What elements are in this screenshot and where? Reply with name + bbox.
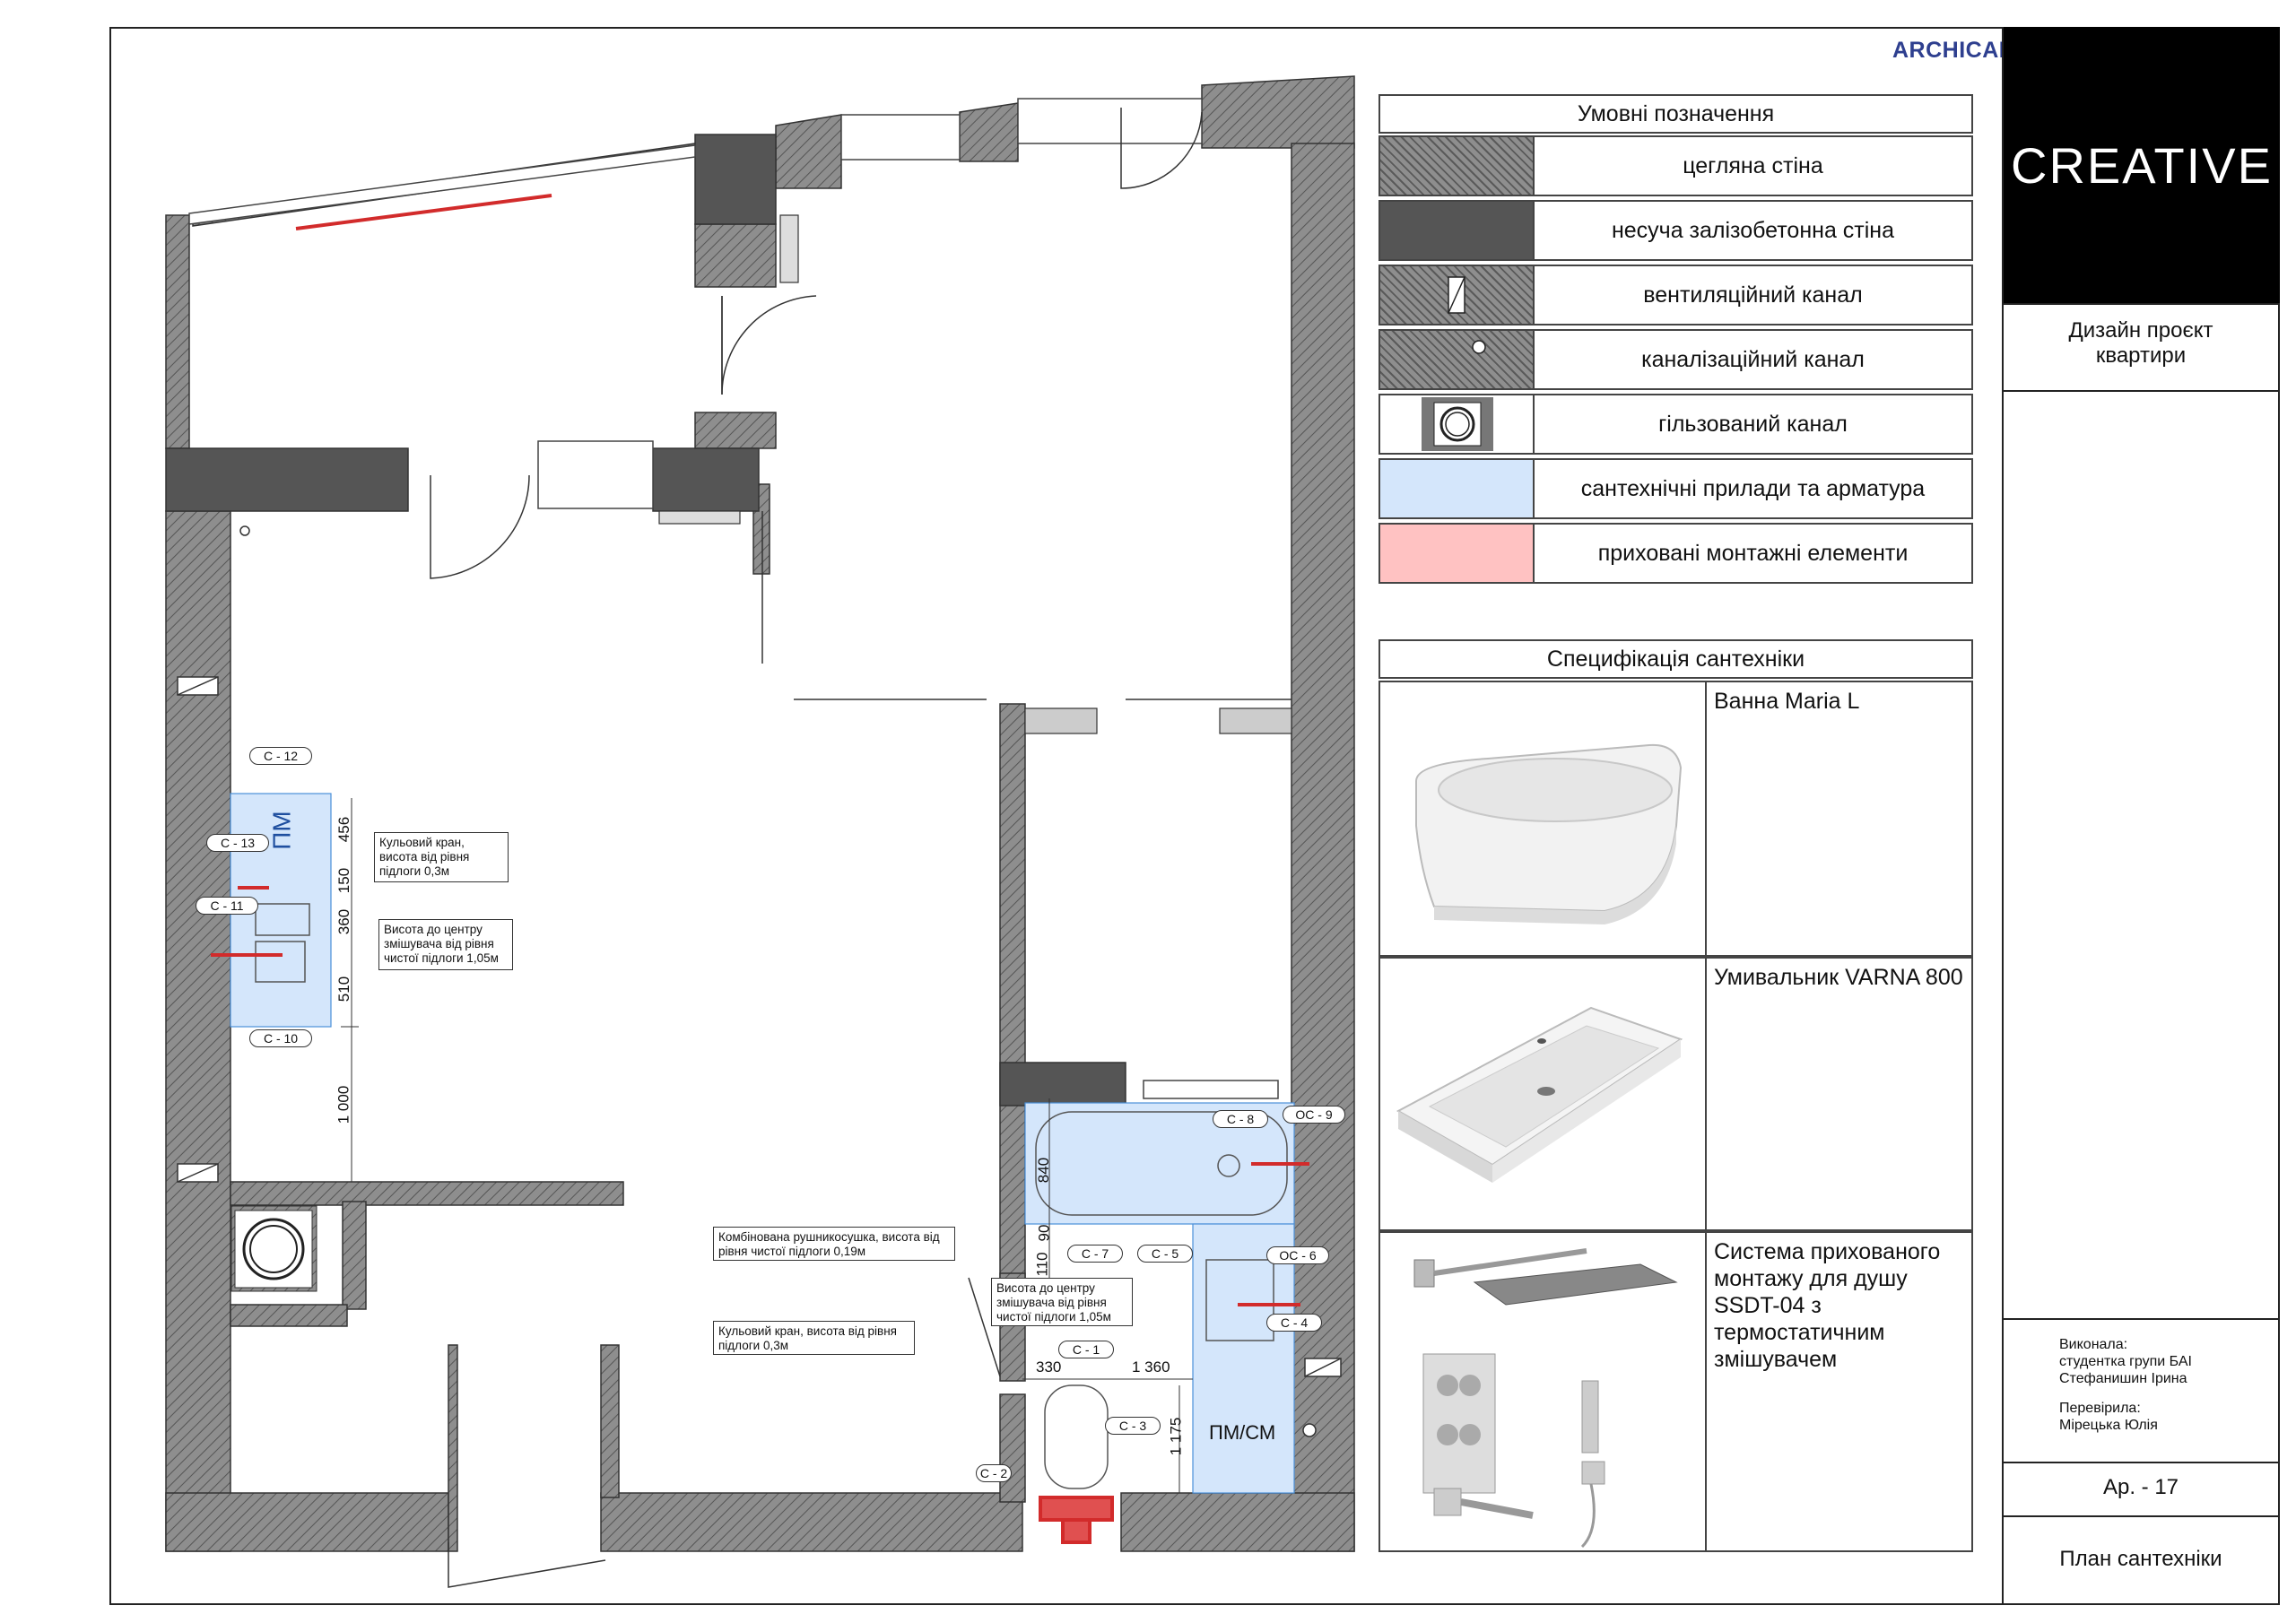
brick-swatch xyxy=(1380,137,1535,195)
annotation-towel-rail: Комбінована рушникосушка, висота від рів… xyxy=(713,1227,955,1261)
room-label-pm-sm: ПМ/СМ xyxy=(1209,1421,1276,1444)
dim-110: 110 xyxy=(1033,1252,1051,1277)
dim-1175: 1 175 xyxy=(1167,1417,1185,1456)
spec-name: Система прихованого монтажу для душу SSD… xyxy=(1714,1239,1941,1372)
tag-c4: С - 4 xyxy=(1266,1314,1322,1332)
dim-90: 90 xyxy=(1035,1224,1053,1242)
dimension-lines xyxy=(341,798,1193,1493)
hidden-swatch xyxy=(1380,525,1535,582)
divider xyxy=(2002,1462,2280,1463)
legend-label: несуча залізобетонна стіна xyxy=(1611,217,1895,243)
vent-swatch xyxy=(1380,266,1535,324)
washbasin-plan xyxy=(255,903,1274,1489)
legend-row-hidden: приховані монтажні елементи xyxy=(1378,523,1973,584)
performer-name: Стефанишин Ірина xyxy=(2059,1371,2187,1386)
tag-c11: С - 11 xyxy=(196,897,258,915)
concrete-walls xyxy=(165,134,1126,1107)
concrete-swatch xyxy=(1380,202,1535,259)
legend-label: приховані монтажні елементи xyxy=(1597,540,1909,566)
checked-label: Перевірила: xyxy=(2059,1401,2141,1416)
hidden-pipes xyxy=(211,886,1309,1544)
annotation-ball-valve-1: Кульовий кран, висота від рівня підлоги … xyxy=(374,832,509,882)
fixture-zones xyxy=(230,793,1295,1494)
shower-system-icon xyxy=(1380,1233,1707,1550)
tag-c13: С - 13 xyxy=(206,834,269,852)
annotation-mixer-height-2: Висота до центру змішувача від рівня чис… xyxy=(991,1278,1133,1326)
tag-c3: С - 3 xyxy=(1105,1417,1161,1435)
legend-label: вентиляційний канал xyxy=(1643,282,1863,308)
dim-840: 840 xyxy=(1035,1157,1053,1184)
tag-c7: С - 7 xyxy=(1067,1245,1123,1263)
built-in-elements xyxy=(658,214,1292,734)
sheet-border xyxy=(109,27,2280,1605)
tag-c10: С - 10 xyxy=(249,1029,312,1047)
spec-row-shower: Система прихованого монтажу для душу SSD… xyxy=(1378,1231,1973,1552)
legend-title: Умовні позначення xyxy=(1378,94,1973,134)
vent-channels xyxy=(177,525,1342,1437)
tag-c12: С - 12 xyxy=(249,747,312,765)
washbasin-icon xyxy=(1380,959,1707,1229)
divider xyxy=(2002,390,2280,392)
sewer-swatch xyxy=(1380,331,1535,388)
divider xyxy=(2002,303,2280,305)
legend-row-vent: вентиляційний канал xyxy=(1378,265,1973,325)
room-label-pm: ПМ xyxy=(267,811,296,850)
sleeved-channel xyxy=(230,1205,317,1292)
checked-by: Мірецька Юлія xyxy=(2059,1418,2158,1433)
legend-row-sewer: каналізаційний канал xyxy=(1378,329,1973,390)
title-block-left-border-upper xyxy=(2002,27,2004,1318)
dim-1360: 1 360 xyxy=(1132,1358,1170,1376)
divider xyxy=(2002,1515,2280,1517)
tag-oc9: ОС - 9 xyxy=(1283,1106,1345,1124)
performed-label: Виконала: xyxy=(2059,1337,2128,1352)
sleeved-channel-icon xyxy=(1422,397,1493,451)
fixtures-swatch xyxy=(1380,460,1535,517)
sleeved-swatch xyxy=(1380,395,1535,453)
tag-oc6: ОС - 6 xyxy=(1266,1246,1329,1264)
dim-1000: 1 000 xyxy=(335,1085,352,1124)
dim-456: 456 xyxy=(335,816,353,843)
spec-row-washbasin: Умивальник VARNA 800 xyxy=(1378,957,1973,1231)
sewer-icon xyxy=(1472,340,1486,354)
legend-label: цегляна стіна xyxy=(1683,152,1823,178)
bathtub-icon xyxy=(1380,682,1707,955)
performed-info: Виконала: студентка групи БАІ Стефанишин… xyxy=(2059,1336,2192,1434)
sheet-title: План сантехніки xyxy=(2059,1547,2222,1571)
annotation-ball-valve-2: Кульовий кран, висота від рівня підлоги … xyxy=(713,1321,915,1355)
spec-title: Специфікація сантехніки xyxy=(1378,639,1973,679)
logo: CREATIVE xyxy=(2002,27,2280,303)
dim-360: 360 xyxy=(335,908,353,935)
project-title: Дизайн проєкт квартири xyxy=(2068,318,2213,368)
spec-name: Ванна Maria L xyxy=(1714,689,1860,714)
tag-c5: С - 5 xyxy=(1137,1245,1193,1263)
divider xyxy=(2002,1318,2280,1320)
legend-row-concrete: несуча залізобетонна стіна xyxy=(1378,200,1973,261)
dim-510: 510 xyxy=(335,976,353,1002)
legend-row-brick: цегляна стіна xyxy=(1378,135,1973,196)
tag-c8: С - 8 xyxy=(1213,1110,1268,1128)
legend-label: гільзований канал xyxy=(1658,411,1848,437)
dim-150: 150 xyxy=(335,867,353,894)
floor-plan xyxy=(165,75,1355,1588)
tag-c1: С - 1 xyxy=(1058,1341,1114,1358)
sheet-number: Ар. - 17 xyxy=(2102,1475,2179,1499)
annotation-mixer-height-1: Висота до центру змішувача від рівня чис… xyxy=(378,919,513,970)
tag-c2: С - 2 xyxy=(976,1464,1012,1482)
spec-row-bathtub: Ванна Maria L xyxy=(1378,681,1973,957)
legend-label: сантехнічні прилади та арматура xyxy=(1580,475,1926,501)
windows xyxy=(188,98,1279,1099)
spec-name: Умивальник VARNA 800 xyxy=(1714,965,1963,990)
vent-icon xyxy=(1448,276,1465,314)
legend-label: каналізаційний канал xyxy=(1641,346,1865,372)
doors xyxy=(430,108,1292,1588)
legend-row-sleeved: гільзований канал xyxy=(1378,394,1973,455)
dim-330: 330 xyxy=(1036,1358,1062,1376)
performed-by: студентка групи БАІ xyxy=(2059,1354,2192,1369)
legend-row-fixtures: сантехнічні прилади та арматура xyxy=(1378,458,1973,519)
